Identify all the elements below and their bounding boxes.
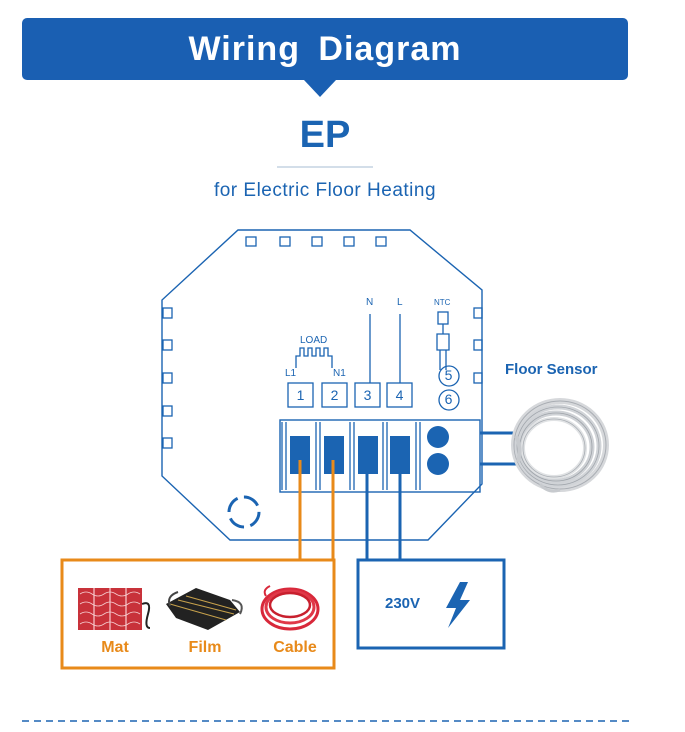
floor-sensor-label: Floor Sensor [505,361,598,378]
power-supply-box [356,558,506,650]
model-name: EP [299,114,351,156]
terminal-ntc-label: NTC [434,298,451,307]
load-wires [298,460,335,560]
thermostat-housing [161,229,483,541]
housing-right-tabs [473,307,483,384]
terminal-6: 6 [444,391,453,407]
terminal-4: 4 [395,387,404,403]
load-label-film: Film [188,639,222,656]
load-label-mat: Mat [101,639,129,656]
terminal-l-label: L [397,297,403,308]
page-title: Wiring Diagram [188,29,462,68]
load-label-cable: Cable [273,639,317,656]
terminal-n-label: N [366,297,374,308]
power-wires [365,460,402,560]
terminal-block [279,419,481,493]
mat-icon [78,588,151,630]
floor-sensor-icon [511,398,609,493]
load-symbol [295,347,333,368]
voltage-label: 230V [385,595,421,612]
ntc-probe-icon [436,311,450,370]
header-banner [22,18,628,97]
load-label: LOAD [300,335,328,346]
housing-left-tabs [162,307,173,449]
terminal-5: 5 [444,367,453,383]
heating-load-box [60,558,336,670]
screw-hole-icon [227,495,261,529]
housing-top-tabs [245,236,387,247]
cable-icon [260,585,320,631]
terminal-1: 1 [296,387,305,403]
terminal-l1-label: L1 [285,368,297,379]
sensor-wires [480,431,516,466]
terminal-3: 3 [363,387,372,403]
lightning-icon [446,582,470,628]
terminal-n1-label: N1 [333,368,346,379]
terminal-2: 2 [330,387,339,403]
terminal-number-boxes [287,365,460,411]
model-subtitle: for Electric Floor Heating [213,180,437,201]
film-icon [166,588,243,630]
